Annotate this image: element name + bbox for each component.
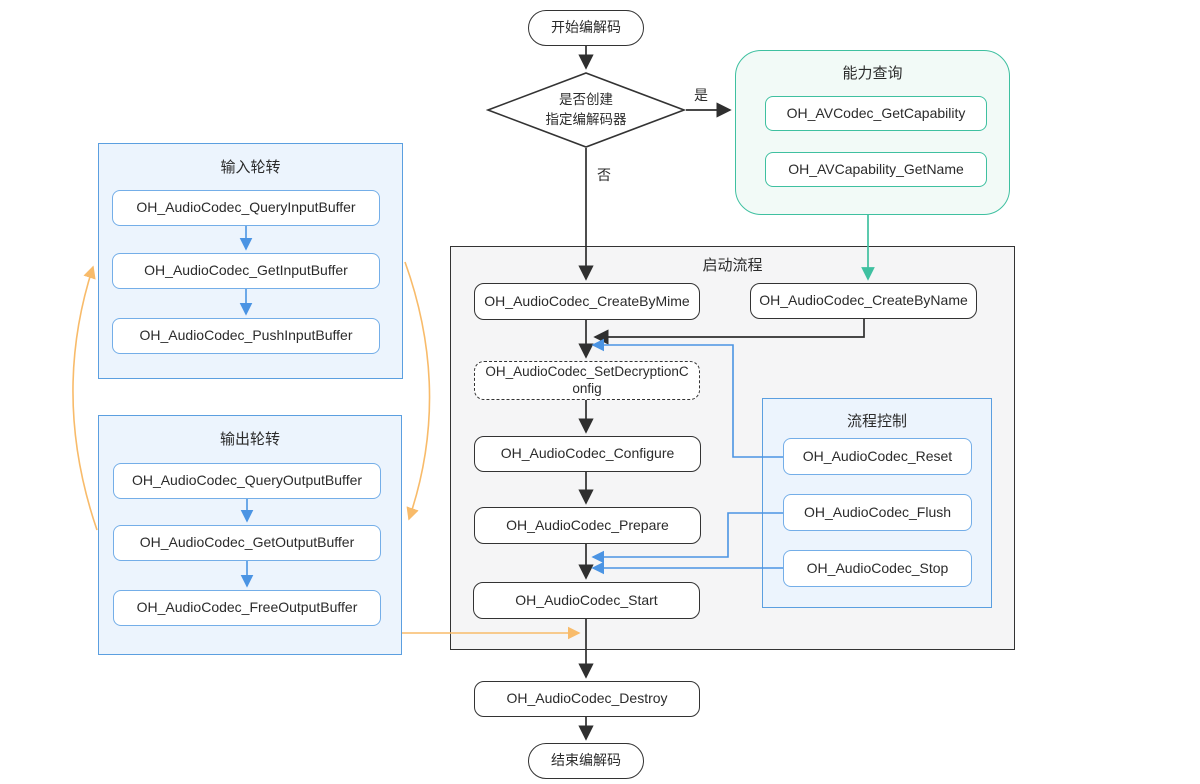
step-start: OH_AudioCodec_Start [473, 582, 700, 619]
step-destroy: OH_AudioCodec_Destroy [474, 681, 700, 717]
step-flush: OH_AudioCodec_Flush [783, 494, 972, 531]
decision-line2: 指定编解码器 [545, 112, 627, 127]
step-getoutputbuffer: OH_AudioCodec_GetOutputBuffer [113, 525, 381, 561]
startup-process-title: 启动流程 [702, 257, 763, 274]
step-avcapability-getname: OH_AVCapability_GetName [765, 152, 987, 187]
start-node: 开始编解码 [528, 10, 644, 46]
step-queryinputbuffer: OH_AudioCodec_QueryInputBuffer [112, 190, 380, 226]
step-createbyname: OH_AudioCodec_CreateByName [750, 283, 977, 319]
end-node: 结束编解码 [528, 743, 644, 779]
branch-yes-label: 是 [694, 87, 708, 103]
step-queryoutputbuffer: OH_AudioCodec_QueryOutputBuffer [113, 463, 381, 499]
capability-query-group [735, 50, 1010, 215]
step-reset: OH_AudioCodec_Reset [783, 438, 972, 475]
step-freeoutputbuffer: OH_AudioCodec_FreeOutputBuffer [113, 590, 381, 626]
decision-line1: 是否创建 [559, 92, 613, 108]
step-setdecryptionconfig: OH_AudioCodec_SetDecryptionConfig [474, 361, 700, 400]
step-getinputbuffer: OH_AudioCodec_GetInputBuffer [112, 253, 380, 289]
step-configure: OH_AudioCodec_Configure [474, 436, 701, 472]
input-loop-title: 输入轮转 [220, 159, 281, 176]
step-pushinputbuffer: OH_AudioCodec_PushInputBuffer [112, 318, 380, 354]
step-prepare: OH_AudioCodec_Prepare [474, 507, 701, 544]
step-stop: OH_AudioCodec_Stop [783, 550, 972, 587]
capability-query-title: 能力查询 [842, 65, 903, 82]
decision-diamond: 是否创建 指定编解码器 [485, 72, 687, 148]
control-title: 流程控制 [846, 413, 907, 430]
decision-text: 是否创建 指定编解码器 [486, 72, 686, 148]
output-loop-title: 输出轮转 [219, 431, 280, 448]
step-createbymime: OH_AudioCodec_CreateByMime [474, 283, 700, 320]
branch-no-label: 否 [597, 167, 611, 183]
step-avcodec-getcapability: OH_AVCodec_GetCapability [765, 96, 987, 131]
